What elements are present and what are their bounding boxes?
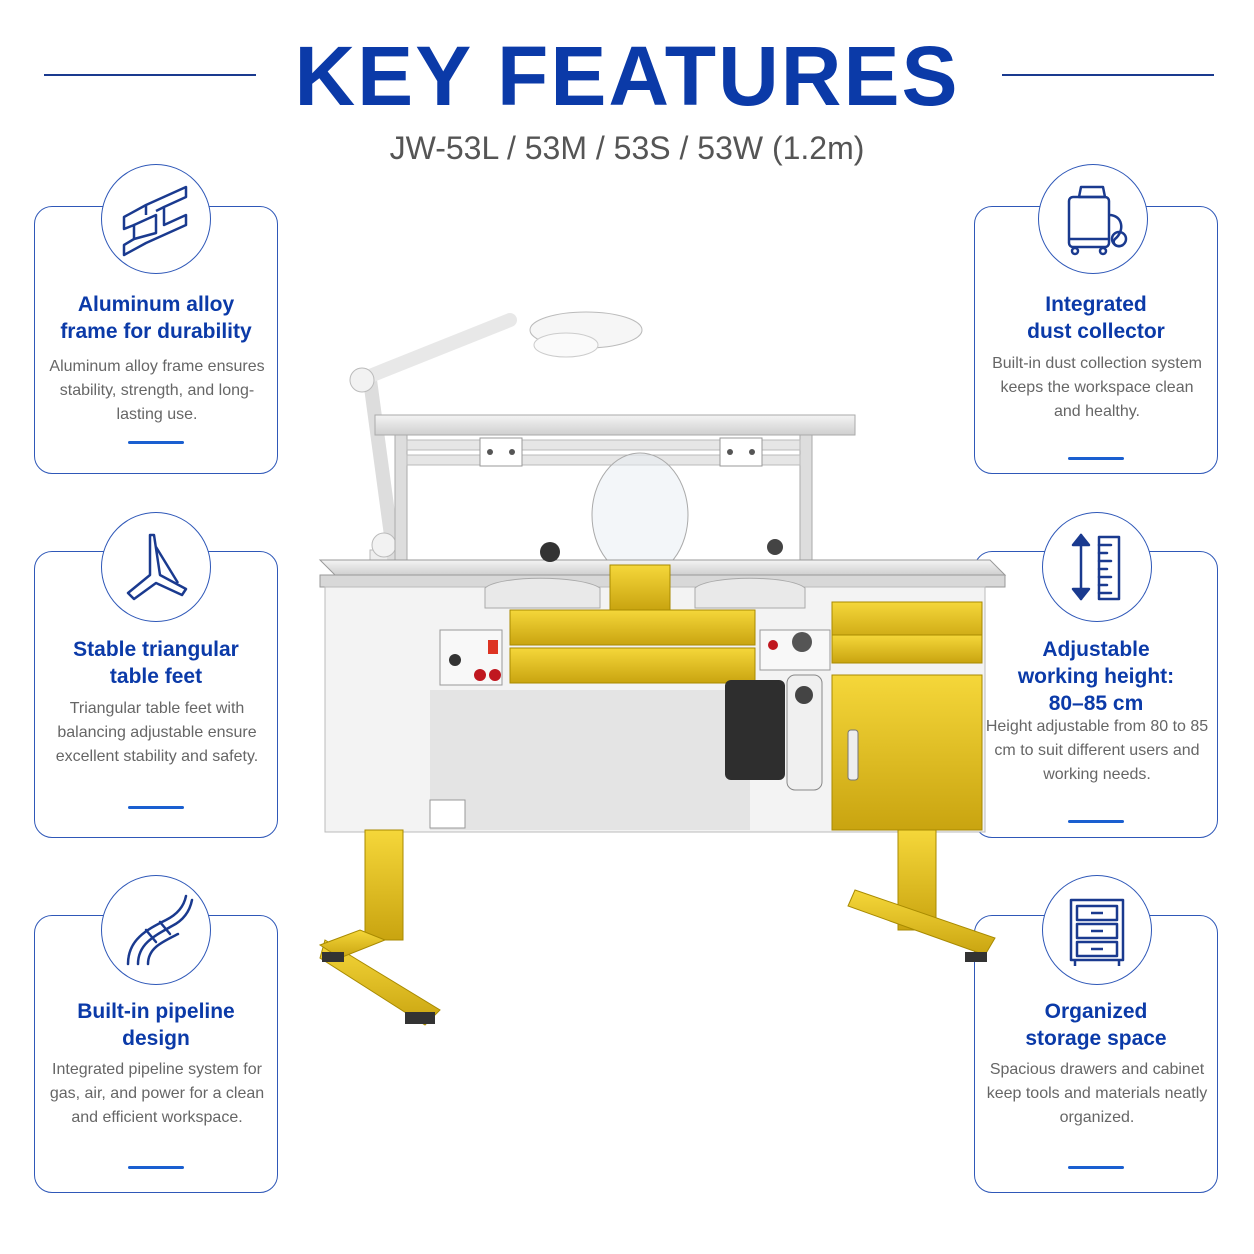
feature-description: Integrated pipeline system for gas, air,… <box>49 1061 265 1126</box>
upper-shelf <box>374 414 856 566</box>
accent-bar <box>128 806 184 809</box>
height-ruler-icon <box>1042 512 1152 622</box>
pipeline-icon <box>101 875 211 985</box>
feature-description: Height adjustable from 80 to 85 cm to su… <box>985 718 1209 783</box>
workbench-illustration <box>318 311 1007 1026</box>
header-rule-left <box>44 74 256 76</box>
feature-description: Triangular table feet with balancing adj… <box>55 700 259 765</box>
accent-bar <box>128 441 184 444</box>
feature-card-aluminum: Aluminum alloy frame for durability Alum… <box>34 206 278 474</box>
table-legs <box>318 829 996 1026</box>
feature-card-pipeline: Built-in pipeline design Integrated pipe… <box>34 915 278 1193</box>
feature-title: Organized storage space <box>1025 1000 1167 1050</box>
drawer-cabinet-icon <box>1042 875 1152 985</box>
feature-description: Built-in dust collection system keeps th… <box>992 355 1202 420</box>
page-subtitle: JW-53L / 53M / 53S / 53W (1.2m) <box>389 130 865 166</box>
tripod-feet-icon <box>101 512 211 622</box>
accent-bar <box>1068 1166 1124 1169</box>
header-rule-right <box>1002 74 1214 76</box>
feature-title: Stable triangular table feet <box>73 638 239 688</box>
accent-bar <box>1068 457 1124 460</box>
feature-title: Aluminum alloy frame for durability <box>60 293 252 343</box>
page-title: KEY FEATURES <box>294 29 960 123</box>
feature-description: Spacious drawers and cabinet keep tools … <box>986 1061 1208 1126</box>
vacuum-icon <box>1038 164 1148 274</box>
accent-bar <box>128 1166 184 1169</box>
accent-bar <box>1068 820 1124 823</box>
feature-title: Integrated dust collector <box>1027 293 1165 343</box>
feature-title: Adjustable working height: 80–85 cm <box>1017 638 1175 715</box>
aluminum-profile-icon <box>101 164 211 274</box>
feature-title: Built-in pipeline design <box>77 1000 235 1050</box>
feature-description: Aluminum alloy frame ensures stability, … <box>49 358 265 423</box>
feature-card-feet: Stable triangular table feet Triangular … <box>34 551 278 838</box>
